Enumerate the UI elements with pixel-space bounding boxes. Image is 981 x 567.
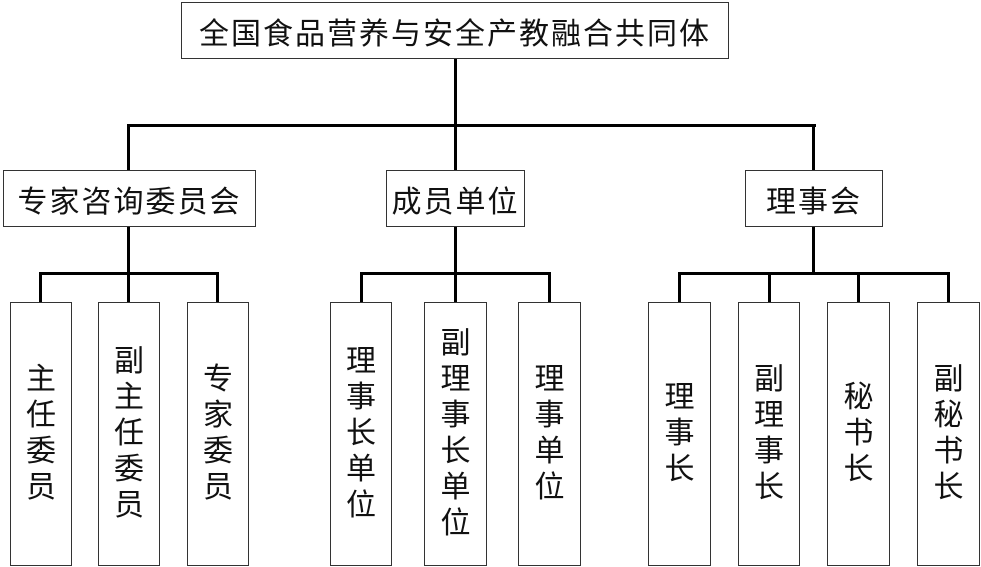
leaf-char: 委	[26, 434, 56, 469]
leaf-char: 委	[114, 452, 144, 487]
connector	[857, 272, 860, 302]
leaf-char: 书	[933, 434, 964, 469]
leaf-char: 长	[754, 470, 784, 505]
leaf-char: 位	[440, 506, 471, 541]
leaf-node-deputy-director: 副主任委员	[98, 302, 160, 566]
connector	[360, 272, 363, 302]
leaf-char: 主	[114, 380, 144, 415]
connector-root-down	[454, 59, 457, 126]
leaf-char: 家	[203, 398, 233, 433]
leaf-node-council-unit: 理事单位	[518, 302, 581, 566]
leaf-label: 秘书长	[844, 380, 874, 488]
group-node-member-units: 成员单位	[386, 170, 525, 227]
leaf-char: 长	[664, 452, 695, 487]
leaf-char: 单	[346, 452, 376, 487]
connector	[947, 272, 950, 302]
group-label: 理事会	[766, 184, 862, 220]
leaf-node-chairman-unit: 理事长单位	[330, 302, 392, 566]
leaf-label: 专家委员	[203, 362, 233, 506]
leaf-label: 理事单位	[535, 362, 565, 506]
leaf-label: 副理事长单位	[441, 326, 471, 542]
leaf-node-vice-chairman-unit: 副理事长单位	[424, 302, 487, 566]
group-node-council: 理事会	[745, 170, 883, 227]
leaf-char: 理	[346, 344, 376, 379]
group-node-expert-committee: 专家咨询委员会	[3, 170, 256, 227]
leaf-label: 理事长单位	[346, 344, 376, 524]
leaf-char: 员	[203, 470, 233, 505]
leaf-label: 副秘书长	[934, 362, 964, 506]
leaf-char: 副	[114, 344, 144, 379]
leaf-label: 理事长	[665, 380, 695, 488]
leaf-char: 任	[114, 416, 144, 451]
connector-to-group-0	[127, 124, 130, 170]
leaf-char: 理	[664, 380, 695, 415]
leaf-label: 主任委员	[26, 362, 56, 506]
leaf-char: 委	[203, 434, 233, 469]
connector	[768, 272, 771, 302]
leaf-char: 副	[754, 362, 784, 397]
leaf-char: 长	[933, 470, 964, 505]
leaf-char: 长	[346, 416, 376, 451]
group-label: 成员单位	[391, 184, 520, 220]
leaf-char: 副	[933, 362, 964, 397]
connector	[39, 272, 42, 302]
leaf-char: 理	[440, 362, 471, 397]
leaf-char: 事	[534, 398, 565, 433]
leaf-node-vice-chairman: 副理事长	[738, 302, 800, 566]
leaf-char: 主	[26, 362, 56, 397]
leaf-char: 事	[346, 380, 376, 415]
leaf-char: 事	[440, 398, 471, 433]
leaf-char: 事	[754, 434, 784, 469]
root-label: 全国食品营养与安全产教融合共同体	[199, 16, 711, 52]
leaf-char: 员	[114, 488, 144, 523]
connector-group-2-down	[812, 227, 815, 274]
leaf-node-director: 主任委员	[10, 302, 72, 566]
leaf-char: 员	[26, 470, 56, 505]
leaf-char: 长	[440, 434, 471, 469]
connector	[678, 272, 681, 302]
leaf-char: 秘	[933, 398, 964, 433]
connector	[454, 272, 457, 302]
leaf-char: 书	[843, 416, 874, 451]
leaf-char: 任	[26, 398, 56, 433]
group-label: 专家咨询委员会	[17, 184, 242, 220]
leaf-node-secretary-general: 秘书长	[827, 302, 890, 566]
leaf-char: 位	[534, 470, 565, 505]
connector-level1-bar	[127, 124, 816, 127]
leaf-label: 副主任委员	[114, 344, 144, 524]
root-node: 全国食品营养与安全产教融合共同体	[181, 2, 729, 59]
connector	[127, 272, 130, 302]
leaf-char: 秘	[843, 380, 874, 415]
leaf-char: 事	[664, 416, 695, 451]
leaf-char: 理	[534, 362, 565, 397]
leaf-label: 副理事长	[754, 362, 784, 506]
leaf-char: 长	[843, 452, 874, 487]
leaf-char: 专	[203, 362, 233, 397]
connector-group-0-down	[127, 227, 130, 274]
connector-group-2-bar	[678, 272, 950, 275]
leaf-char: 理	[754, 398, 784, 433]
leaf-char: 单	[440, 470, 471, 505]
leaf-node-chairman: 理事长	[648, 302, 711, 566]
leaf-char: 位	[346, 488, 376, 523]
connector	[548, 272, 551, 302]
connector-to-group-1	[454, 124, 457, 170]
connector	[216, 272, 219, 302]
leaf-node-expert-member: 专家委员	[187, 302, 249, 566]
connector-group-1-down	[454, 227, 457, 274]
leaf-node-deputy-secretary-general: 副秘书长	[917, 302, 980, 566]
leaf-char: 单	[534, 434, 565, 469]
leaf-char: 副	[440, 326, 471, 361]
connector-to-group-2	[812, 124, 815, 170]
